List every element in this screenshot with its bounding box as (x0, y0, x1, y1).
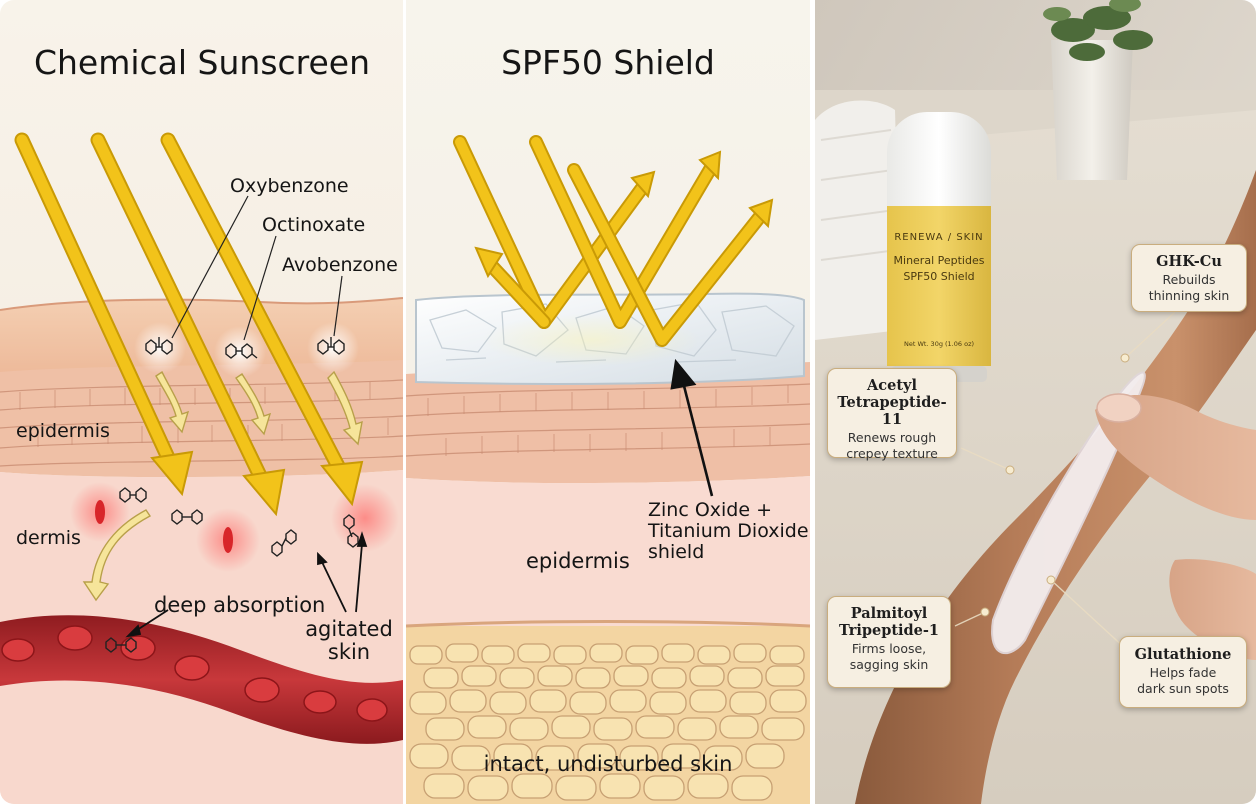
shield-label-line1: Zinc Oxide + (648, 499, 772, 521)
fat-cells (409, 643, 807, 801)
octinoxate-label: Octinoxate (262, 214, 365, 236)
callout-ghk-cu: GHK-Cu Rebuilds thinning skin (1131, 244, 1247, 312)
molecule-icon (317, 337, 345, 355)
molecule-icon (271, 529, 297, 557)
dermis-label: dermis (16, 527, 81, 549)
callout-acetyl-desc-line1: Renews rough (847, 430, 937, 445)
callout-palmitoyl-name-line2: Tripeptide-1 (838, 622, 940, 639)
callout-palmitoyl-desc-line1: Firms loose, (851, 641, 927, 656)
callout-glutathione-desc-line2: dark sun spots (1137, 681, 1229, 696)
product-photo-panel: RENEWA / SKIN Mineral Peptides SPF50 Shi… (815, 0, 1256, 804)
callout-acetyl-tetrapeptide-11: Acetyl Tetrapeptide-11 Renews rough crep… (827, 368, 957, 461)
callout-palmitoyl-tripeptide-1: Palmitoyl Tripeptide-1 Firms loose, sagg… (827, 596, 951, 688)
agitated-label: agitated (305, 617, 393, 641)
chemical-sunscreen-diagram: Chemical Sunscreen Oxybenzone Octinoxate… (0, 0, 403, 804)
cream-streak (991, 371, 1146, 655)
forearm (855, 170, 1256, 804)
applying-finger (1095, 395, 1256, 520)
epidermis-label: epidermis (526, 549, 630, 573)
spf50-shield-title: SPF50 Shield (501, 43, 715, 82)
callout-acetyl-name-line1: Acetyl (867, 377, 917, 394)
ingredient-leader-lines (171, 195, 343, 341)
bottle-product-line1: Mineral Peptides (893, 254, 985, 267)
callout-glutathione-name: Glutathione (1134, 646, 1232, 663)
shield-label-line2: Titanium Dioxide (647, 520, 809, 542)
callout-palmitoyl-desc-line2: sagging skin (849, 657, 929, 672)
reflected-uv-rays (453, 135, 774, 347)
molecule-icon (105, 637, 137, 653)
molecule-icon (119, 487, 147, 503)
molecule-icon (145, 337, 173, 355)
avobenzone-label: Avobenzone (282, 254, 398, 276)
callout-ghk-cu-desc-line2: thinning skin (1148, 288, 1230, 303)
chemical-sunscreen-title: Chemical Sunscreen (34, 43, 370, 82)
intact-skin-caption: intact, undisturbed skin (484, 752, 733, 776)
callout-acetyl-desc-line2: crepey texture (846, 446, 938, 461)
uv-rays (14, 132, 364, 517)
molecule-icon (343, 514, 359, 548)
callout-glutathione-desc-line1: Helps fade (1149, 665, 1217, 680)
bottle-product-line2: SPF50 Shield (903, 270, 975, 283)
bottle-brand: RENEWA / SKIN (894, 232, 984, 243)
epidermis-label: epidermis (16, 420, 110, 442)
bottle-net-weight: Net Wt. 30g (1.06 oz) (903, 340, 975, 348)
callout-palmitoyl-name-line1: Palmitoyl (850, 605, 928, 622)
callout-ghk-cu-desc-line1: Rebuilds (1162, 272, 1216, 287)
deep-absorption-label: deep absorption (154, 593, 325, 617)
oxybenzone-label: Oxybenzone (230, 175, 349, 197)
spf50-shield-panel: SPF50 Shield Zinc Oxide + Titanium Dioxi… (406, 0, 810, 804)
spf50-shield-diagram: SPF50 Shield Zinc Oxide + Titanium Dioxi… (406, 0, 810, 804)
shield-label-line3: shield (648, 541, 704, 563)
molecule-icon (171, 509, 203, 525)
molecule-icon (225, 343, 258, 359)
callout-ghk-cu-name: GHK-Cu (1156, 253, 1222, 270)
chemical-sunscreen-panel: Chemical Sunscreen Oxybenzone Octinoxate… (0, 0, 403, 804)
agitated-skin-label: skin (328, 640, 370, 664)
callout-acetyl-name-line2: Tetrapeptide-11 (837, 394, 947, 428)
callout-glutathione: Glutathione Helps fade dark sun spots (1119, 636, 1247, 708)
